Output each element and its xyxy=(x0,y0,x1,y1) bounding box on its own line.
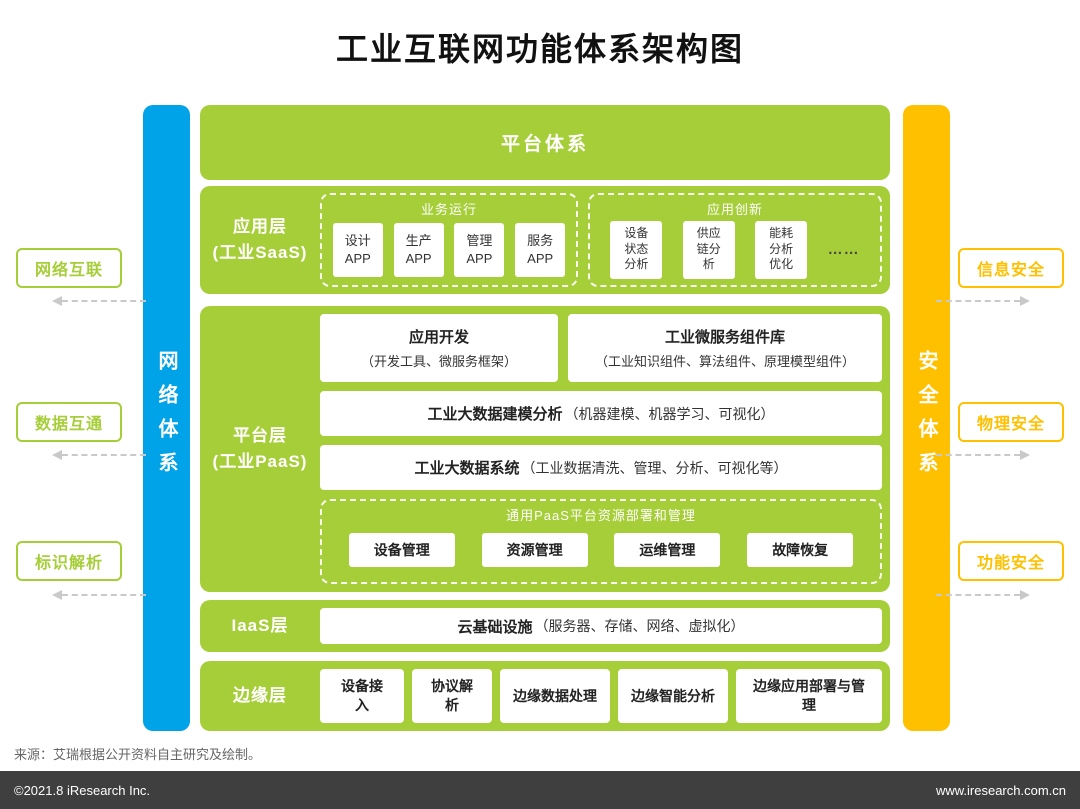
arrow-head-icon xyxy=(1020,296,1030,306)
box-device-status-analysis: 设备 状态 分析 xyxy=(610,220,663,279)
app-box-management: 管理 APP xyxy=(454,222,505,277)
app-development-desc: （开发工具、微服务框架） xyxy=(360,354,517,369)
business-operation-title: 业务运行 xyxy=(420,202,477,217)
box-resource-management: 资源管理 xyxy=(481,533,588,567)
main-stack: 平台体系 应用层 (工业SaaS) 业务运行 设计 APP 生产 APP 管理 … xyxy=(200,105,890,731)
copyright-text: ©2021.8 iResearch Inc. xyxy=(14,782,151,798)
application-innovation-items: 设备 状态 分析 供应 链分 析 能耗 分析 优化 …… xyxy=(590,218,880,285)
app-box-design: 设计 APP xyxy=(332,222,383,277)
dashed-arrow-right-2 xyxy=(936,450,1030,460)
application-layer: 应用层 (工业SaaS) 业务运行 设计 APP 生产 APP 管理 APP 服… xyxy=(200,186,890,294)
dashed-arrow-left-3 xyxy=(52,590,146,600)
box-fault-recovery: 故障恢复 xyxy=(747,533,854,567)
application-layer-label: 应用层 (工业SaaS) xyxy=(212,216,308,262)
bigdata-system-desc: （工业数据清洗、管理、分析、可视化等） xyxy=(521,459,788,476)
box-supply-chain-analysis: 供应 链分 析 xyxy=(682,220,735,279)
box-protocol-parsing: 协议解 析 xyxy=(412,669,492,723)
arrow-head-icon xyxy=(1020,450,1030,460)
tag-functional-security: 功能安全 xyxy=(958,541,1064,581)
edge-layer-items: 设备接 入 协议解 析 边缘数据处理 边缘智能分析 边缘应用部署与管 理 xyxy=(320,669,882,723)
box-edge-app-deployment: 边缘应用部署与管 理 xyxy=(736,669,882,723)
paas-resource-items: 设备管理 资源管理 运维管理 故障恢复 xyxy=(322,524,880,582)
network-system-label: 网络体系 xyxy=(155,350,177,486)
box-energy-analysis: 能耗 分析 优化 xyxy=(755,220,808,279)
dashed-arrow-right-3 xyxy=(936,590,1030,600)
platform-layer: 平台层 (工业PaaS) 应用开发 （开发工具、微服务框架） 工业微服务组件库 … xyxy=(200,306,890,592)
arrow-head-icon xyxy=(1020,590,1030,600)
box-ops-management: 运维管理 xyxy=(614,533,721,567)
bigdata-system-title: 工业大数据系统 xyxy=(414,460,520,477)
paas-resource-group-title: 通用PaaS平台资源部署和管理 xyxy=(506,508,696,523)
source-note: 来源：艾瑞根据公开资料自主研究及绘制。 xyxy=(14,747,262,762)
bigdata-modeling-desc: （机器建模、机器学习、可视化） xyxy=(564,405,775,422)
page-title: 工业互联网功能体系架构图 xyxy=(335,31,744,67)
microservice-library-desc: （工业知识组件、算法组件、原理模型组件） xyxy=(594,354,855,369)
box-device-access: 设备接 入 xyxy=(320,669,404,723)
box-microservice-library: 工业微服务组件库 （工业知识组件、算法组件、原理模型组件） xyxy=(568,314,882,382)
app-box-production: 生产 APP xyxy=(393,222,444,277)
edge-layer-label: 边缘层 xyxy=(233,685,287,705)
business-operation-group: 业务运行 设计 APP 生产 APP 管理 APP 服务 APP xyxy=(320,193,578,287)
application-innovation-group: 应用创新 设备 状态 分析 供应 链分 析 能耗 分析 优化 …… xyxy=(588,193,882,287)
tag-physical-security: 物理安全 xyxy=(958,402,1064,442)
cloud-infrastructure-title: 云基础设施 xyxy=(457,618,533,636)
security-system-label: 安全体系 xyxy=(915,350,937,486)
box-bigdata-modeling: 工业大数据建模分析 （机器建模、机器学习、可视化） xyxy=(320,391,882,436)
dashed-arrow-left-1 xyxy=(52,296,146,306)
footer-bar: ©2021.8 iResearch Inc. www.iresearch.com… xyxy=(0,771,1080,809)
microservice-library-title: 工业微服务组件库 xyxy=(664,329,785,346)
website-url: www.iresearch.com.cn xyxy=(935,782,1066,798)
tag-identifier-resolution: 标识解析 xyxy=(16,541,122,581)
box-bigdata-system: 工业大数据系统 （工业数据清洗、管理、分析、可视化等） xyxy=(320,445,882,490)
network-system-bar: 网络体系 xyxy=(143,105,190,731)
arrow-head-icon xyxy=(52,296,62,306)
platform-layer-label: 平台层 (工业PaaS) xyxy=(212,425,308,471)
box-cloud-infrastructure: 云基础设施 （服务器、存储、网络、虚拟化） xyxy=(320,608,882,644)
application-layer-content: 业务运行 设计 APP 生产 APP 管理 APP 服务 APP 应用创新 设备… xyxy=(320,186,890,294)
tag-information-security: 信息安全 xyxy=(958,248,1064,288)
paas-resource-group: 通用PaaS平台资源部署和管理 设备管理 资源管理 运维管理 故障恢复 xyxy=(320,499,882,584)
bigdata-modeling-title: 工业大数据建模分析 xyxy=(427,406,563,423)
app-box-service: 服务 APP xyxy=(515,222,566,277)
platform-system-banner: 平台体系 xyxy=(200,105,890,180)
more-ellipsis: …… xyxy=(827,241,860,258)
arrow-head-icon xyxy=(52,590,62,600)
cloud-infrastructure-desc: （服务器、存储、网络、虚拟化） xyxy=(534,618,745,634)
arrow-head-icon xyxy=(52,450,62,460)
tag-network-interconnect: 网络互联 xyxy=(16,248,122,288)
box-edge-data-processing: 边缘数据处理 xyxy=(500,669,610,723)
business-operation-items: 设计 APP 生产 APP 管理 APP 服务 APP xyxy=(322,218,576,285)
platform-layer-content: 应用开发 （开发工具、微服务框架） 工业微服务组件库 （工业知识组件、算法组件、… xyxy=(320,306,890,592)
paas-row-dev: 应用开发 （开发工具、微服务框架） 工业微服务组件库 （工业知识组件、算法组件、… xyxy=(320,314,882,382)
box-edge-intelligent-analysis: 边缘智能分析 xyxy=(618,669,728,723)
dashed-arrow-right-1 xyxy=(936,296,1030,306)
box-app-development: 应用开发 （开发工具、微服务框架） xyxy=(320,314,558,382)
app-development-title: 应用开发 xyxy=(408,329,469,346)
edge-layer: 边缘层 设备接 入 协议解 析 边缘数据处理 边缘智能分析 边缘应用部署与管 理 xyxy=(200,661,890,731)
application-innovation-title: 应用创新 xyxy=(706,202,763,217)
security-system-bar: 安全体系 xyxy=(903,105,950,731)
iaas-layer-label: IaaS层 xyxy=(231,615,289,635)
iaas-layer: IaaS层 云基础设施 （服务器、存储、网络、虚拟化） xyxy=(200,600,890,652)
tag-data-interop: 数据互通 xyxy=(16,402,122,442)
box-device-management: 设备管理 xyxy=(348,533,455,567)
dashed-arrow-left-2 xyxy=(52,450,146,460)
